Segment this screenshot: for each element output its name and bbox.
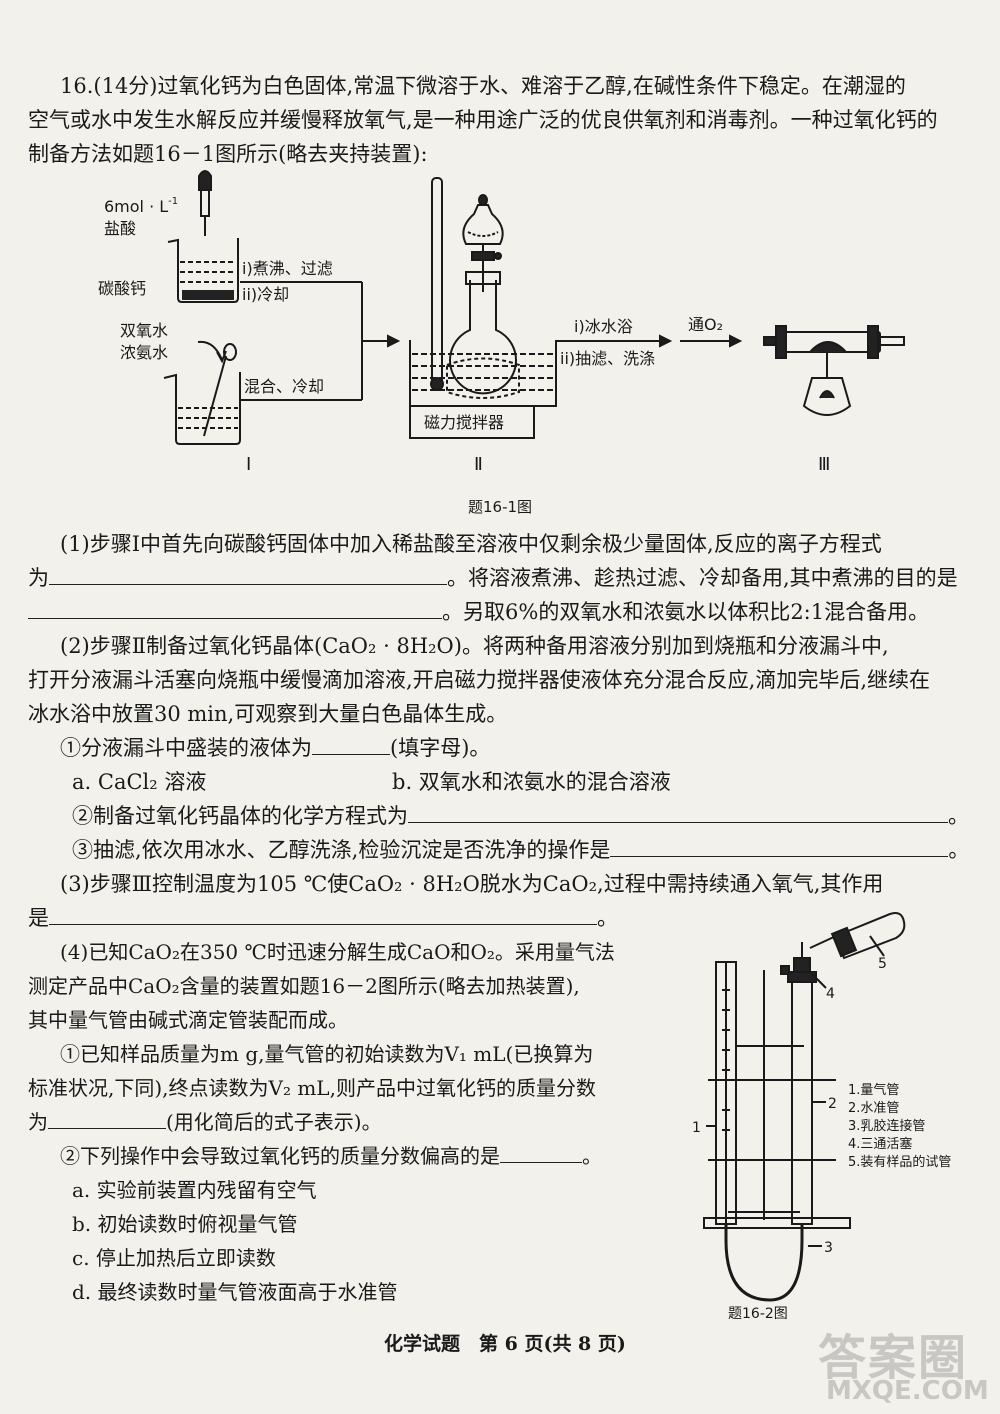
- figure-16-1: 6mol · L-1 盐酸 碳酸钙 双氧水 浓氨水 i)煮沸、过滤 ii)冷却 …: [98, 170, 905, 516]
- s1-line3: 。另取6%的双氧水和浓氨水以体积比2:1混合备用。: [28, 596, 929, 629]
- s4-q2: ②下列操作中会导致过氧化钙的质量分数偏高的是。: [60, 1140, 602, 1173]
- s1-line2: 为。将溶液煮沸、趁热过滤、冷却备用,其中煮沸的目的是: [28, 562, 958, 595]
- stirrer-label: 磁力搅拌器: [424, 413, 504, 432]
- answer-blank-boiling-purpose[interactable]: [28, 596, 442, 619]
- fig2-legend-4: 4.三通活塞: [848, 1136, 912, 1152]
- fig-label-3: Ⅲ: [818, 454, 830, 475]
- fig-label-2: Ⅱ: [474, 454, 483, 475]
- s2-q2: ②制备过氧化钙晶体的化学方程式为。: [72, 800, 969, 833]
- fig2-legend-1: 1.量气管: [848, 1082, 899, 1098]
- s3-line2: 是。: [28, 902, 618, 935]
- page-footer: 化学试题 第 6 页(共 8 页): [384, 1333, 626, 1355]
- acid-name-label: 盐酸: [104, 219, 136, 238]
- s2-option-a: a. CaCl₂ 溶液: [72, 770, 207, 794]
- question-intro-line2: 空气或水中发生水解反应并缓慢释放氧气,是一种用途广泛的优良供氧剂和消毒剂。一种过…: [28, 108, 938, 132]
- s4-q1-line3: 为(用化简后的式子表示)。: [28, 1106, 382, 1139]
- separatory-funnel: [462, 194, 504, 292]
- oxygen-label: 通O₂: [688, 315, 723, 334]
- s1-line1: (1)步骤Ⅰ中首先向碳酸钙固体中加入稀盐酸至溶液中仅剩余极少量固体,反应的离子方…: [60, 532, 882, 556]
- step1a-label: i)煮沸、过滤: [242, 259, 333, 278]
- mix-label: 混合、冷却: [244, 377, 324, 396]
- reagent2-label: 浓氨水: [120, 343, 168, 362]
- s2-line2: 打开分液漏斗活塞向烧瓶中缓慢滴加溶液,开启磁力搅拌器使液体充分混合反应,滴加完毕…: [28, 668, 931, 692]
- s2-q1: ①分液漏斗中盛装的液体为(填字母)。: [60, 732, 490, 765]
- drying-tube: [763, 325, 905, 416]
- s4-line1: (4)已知CaO₂在350 ℃时迅速分解生成CaO和O₂。采用量气法: [60, 940, 615, 964]
- fig2-number-4: 4: [826, 986, 835, 1002]
- acid-concentration-label: 6mol · L-1: [104, 196, 178, 216]
- beaker-peroxide-ammonia: [163, 340, 241, 445]
- fig2-number-3: 3: [824, 1240, 833, 1256]
- answer-blank-ionic-equation[interactable]: [49, 562, 447, 585]
- step1b-label: ii)冷却: [242, 285, 289, 304]
- figure-16-1-caption: 题16-1图: [468, 498, 532, 516]
- answer-blank-chemical-equation[interactable]: [408, 800, 948, 823]
- s4-line2: 测定产品中CaO₂含量的装置如题16－2图所示(略去加热装置),: [28, 974, 580, 998]
- solid-label: 碳酸钙: [98, 279, 146, 298]
- sample-test-tube: [830, 912, 906, 960]
- answer-blank-oxygen-role[interactable]: [49, 902, 597, 925]
- fig2-legend-2: 2.水准管: [848, 1101, 899, 1116]
- fig2-number-5: 5: [878, 956, 887, 972]
- s4-option-d: d. 最终读数时量气管液面高于水准管: [72, 1280, 398, 1304]
- beaker-calcium-carbonate: [167, 238, 239, 303]
- fig2-legend-3: 3.乳胶连接管: [848, 1118, 925, 1134]
- s2-q3: ③抽滤,依次用冰水、乙醇洗涤,检验沉淀是否洗净的操作是。: [72, 834, 969, 867]
- gas-burette: [715, 961, 737, 1225]
- rubber-tube: [724, 1224, 804, 1302]
- fig2-legend-5: 5.装有样品的试管: [848, 1154, 951, 1170]
- s4-line3: 其中量气管由碱式滴定管装配而成。: [28, 1008, 348, 1032]
- leveling-tube: [787, 942, 817, 1225]
- reagent1-label: 双氧水: [120, 321, 168, 340]
- figure-16-2-caption: 题16-2图: [728, 1306, 788, 1322]
- answer-blank-mass-fraction[interactable]: [48, 1106, 166, 1129]
- s4-option-a: a. 实验前装置内残留有空气: [72, 1178, 317, 1202]
- stand-base: [703, 1217, 851, 1229]
- answer-blank-washing-check[interactable]: [610, 834, 949, 857]
- thermometer-icon: [431, 177, 443, 391]
- question-intro-line1: 16.(14分)过氧化钙为白色固体,常温下微溶于水、难溶于乙醇,在碱性条件下稳定…: [60, 74, 906, 98]
- s3-line1: (3)步骤Ⅲ控制温度为105 ℃使CaO₂ · 8H₂O脱水为CaO₂,过程中需…: [60, 872, 884, 896]
- three-way-stopcock-icon: [780, 935, 837, 975]
- fig2-number-1: 1: [692, 1120, 701, 1136]
- watermark-logo: 答案圈: [818, 1330, 969, 1386]
- step2b-label: ii)抽滤、洗涤: [560, 349, 655, 368]
- fig2-number-2: 2: [828, 1096, 837, 1112]
- answer-blank-funnel-liquid[interactable]: [312, 732, 390, 755]
- s4-option-b: b. 初始读数时俯视量气管: [72, 1212, 298, 1236]
- question-intro-line3: 制备方法如题16－1图所示(略去夹持装置):: [28, 142, 428, 166]
- s2-line3: 冰水浴中放置30 min,可观察到大量白色晶体生成。: [28, 702, 508, 726]
- s2-line1: (2)步骤Ⅱ制备过氧化钙晶体(CaO₂ · 8H₂O)。将两种备用溶液分别加到烧…: [60, 634, 889, 658]
- s4-option-c: c. 停止加热后立即读数: [72, 1246, 276, 1270]
- watermark-url: MXQE.COM: [826, 1376, 989, 1406]
- fig-label-1: Ⅰ: [246, 454, 251, 475]
- s4-q1-line1: ①已知样品质量为m g,量气管的初始读数为V₁ mL(已换算为: [60, 1042, 594, 1066]
- magnetic-stirrer: [409, 405, 535, 439]
- s2-option-b: b. 双氧水和浓氨水的混合溶液: [392, 770, 671, 794]
- dropper-icon: [198, 170, 212, 236]
- answer-blank-high-error[interactable]: [500, 1140, 582, 1163]
- s4-q1-line2: 标准状况,下同),终点读数为V₂ mL,则产品中过氧化钙的质量分数: [28, 1076, 596, 1100]
- step2a-label: i)冰水浴: [574, 317, 633, 336]
